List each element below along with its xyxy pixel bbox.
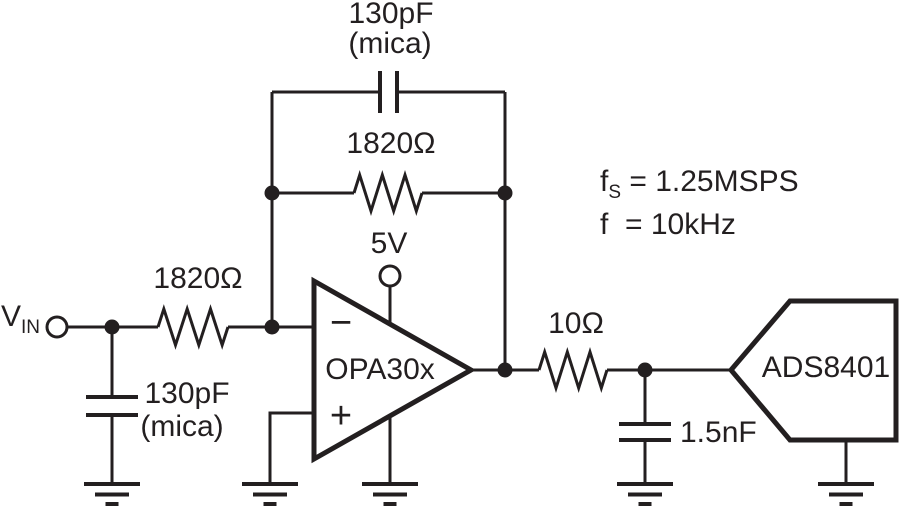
junction-dot: [497, 185, 513, 201]
feedback-resistor-symbol: [352, 170, 424, 216]
ground-symbol-negative-supply: [362, 482, 418, 506]
supply-voltage-label: 5V: [370, 227, 408, 260]
shunt-cap-label: 1.5nF: [680, 416, 757, 449]
supply-terminal-circle: [378, 264, 402, 288]
signal-frequency-note: f = 10kHz: [600, 208, 736, 241]
vin-symbol: V: [1, 300, 22, 333]
feedback-capacitor-symbol: [378, 71, 399, 113]
note-rate-value: = 1.25MSPS: [621, 165, 799, 198]
vin-label: VIN: [1, 301, 40, 343]
inverting-input-symbol: −: [330, 302, 352, 344]
ground-symbol-input-cap: [84, 482, 140, 506]
noninverting-ground-wire: [268, 411, 314, 484]
junction-dot: [104, 319, 120, 335]
output-series-resistor-symbol: [537, 347, 609, 393]
input-resistor-symbol: [156, 304, 230, 350]
input-filter-capacitor-symbol: [86, 395, 138, 417]
vin-subscript: IN: [21, 317, 41, 338]
junction-dot: [264, 319, 280, 335]
adc-name-label: ADS8401: [761, 351, 891, 384]
shunt-capacitor-symbol: [619, 422, 671, 442]
junction-dot: [264, 185, 280, 201]
input-cap-type-label: (mica): [140, 410, 224, 443]
feedback-resistor-label: 1820Ω: [346, 127, 436, 160]
note-f-subscript: S: [608, 182, 622, 203]
noninverting-input-symbol: +: [330, 395, 352, 437]
input-cap-value-label: 130pF: [144, 377, 230, 410]
note-f-symbol: f: [600, 165, 609, 198]
junction-dot: [637, 362, 653, 378]
adc-body: [727, 298, 899, 443]
output-resistor-label: 10Ω: [548, 307, 604, 340]
opamp-name-label: OPA30x: [325, 353, 435, 386]
ground-symbol-adc: [818, 482, 874, 506]
feedback-cap-type-label: (mica): [348, 27, 432, 60]
grounds: [84, 482, 874, 506]
feedback-cap-value-label: 130pF: [348, 0, 434, 30]
junction-dots: [104, 185, 653, 378]
resistors: [156, 170, 609, 393]
sampling-rate-note: fS = 1.25MSPS: [600, 166, 799, 208]
ground-symbol-noninverting: [242, 482, 298, 506]
ground-symbol-shunt-cap: [617, 482, 673, 506]
capacitors: [86, 71, 671, 442]
opamp-triangle: [311, 276, 477, 464]
vin-terminal-circle: [45, 315, 69, 339]
input-resistor-label: 1820Ω: [153, 262, 243, 295]
junction-dot: [497, 362, 513, 378]
